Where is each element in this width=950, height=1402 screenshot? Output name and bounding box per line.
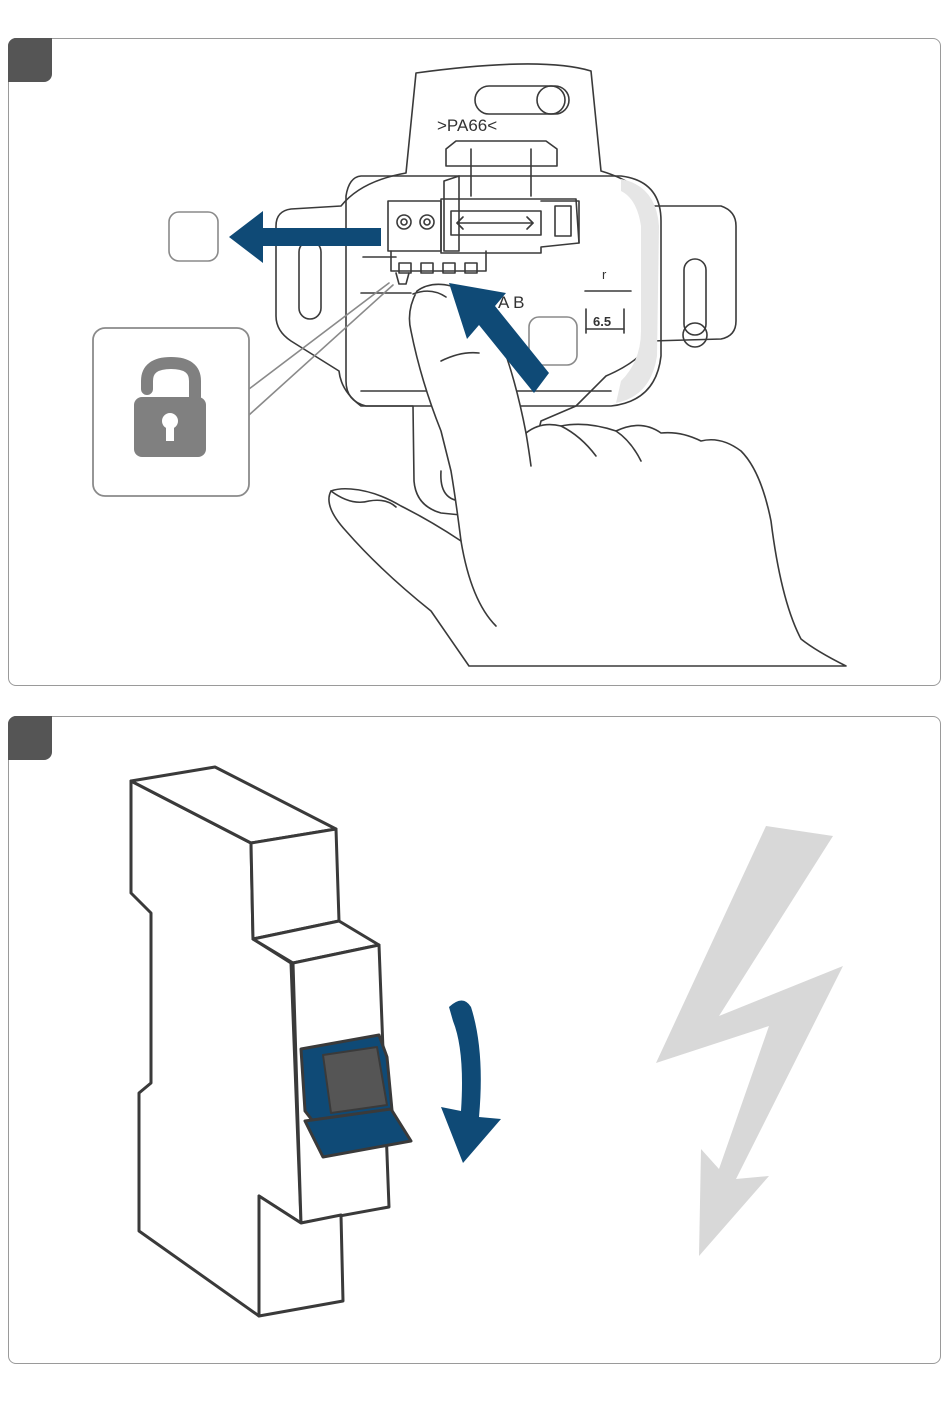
- switch-off-arrow-icon: [441, 1001, 501, 1164]
- step-2-panel: [8, 716, 941, 1364]
- lightning-bolt-icon: [656, 826, 843, 1256]
- device-marking: >PA66<: [437, 116, 497, 135]
- strip-length-letter: r: [602, 267, 607, 282]
- step-2-illustration: [9, 717, 942, 1365]
- connector-terminal: [388, 176, 579, 284]
- step-1-illustration: >PA66< A B r 6.5: [9, 39, 942, 687]
- strip-length-value: 6.5: [593, 314, 611, 329]
- marker-square-left: [169, 212, 218, 261]
- arrow-left-icon: [229, 211, 381, 263]
- top-clip: [446, 141, 557, 196]
- step-1-panel: >PA66< A B r 6.5: [8, 38, 941, 686]
- unlock-callout: [93, 283, 393, 496]
- hand-icon: [329, 284, 846, 666]
- circuit-breaker-icon: [131, 767, 411, 1316]
- terminal-label: A B: [498, 293, 524, 312]
